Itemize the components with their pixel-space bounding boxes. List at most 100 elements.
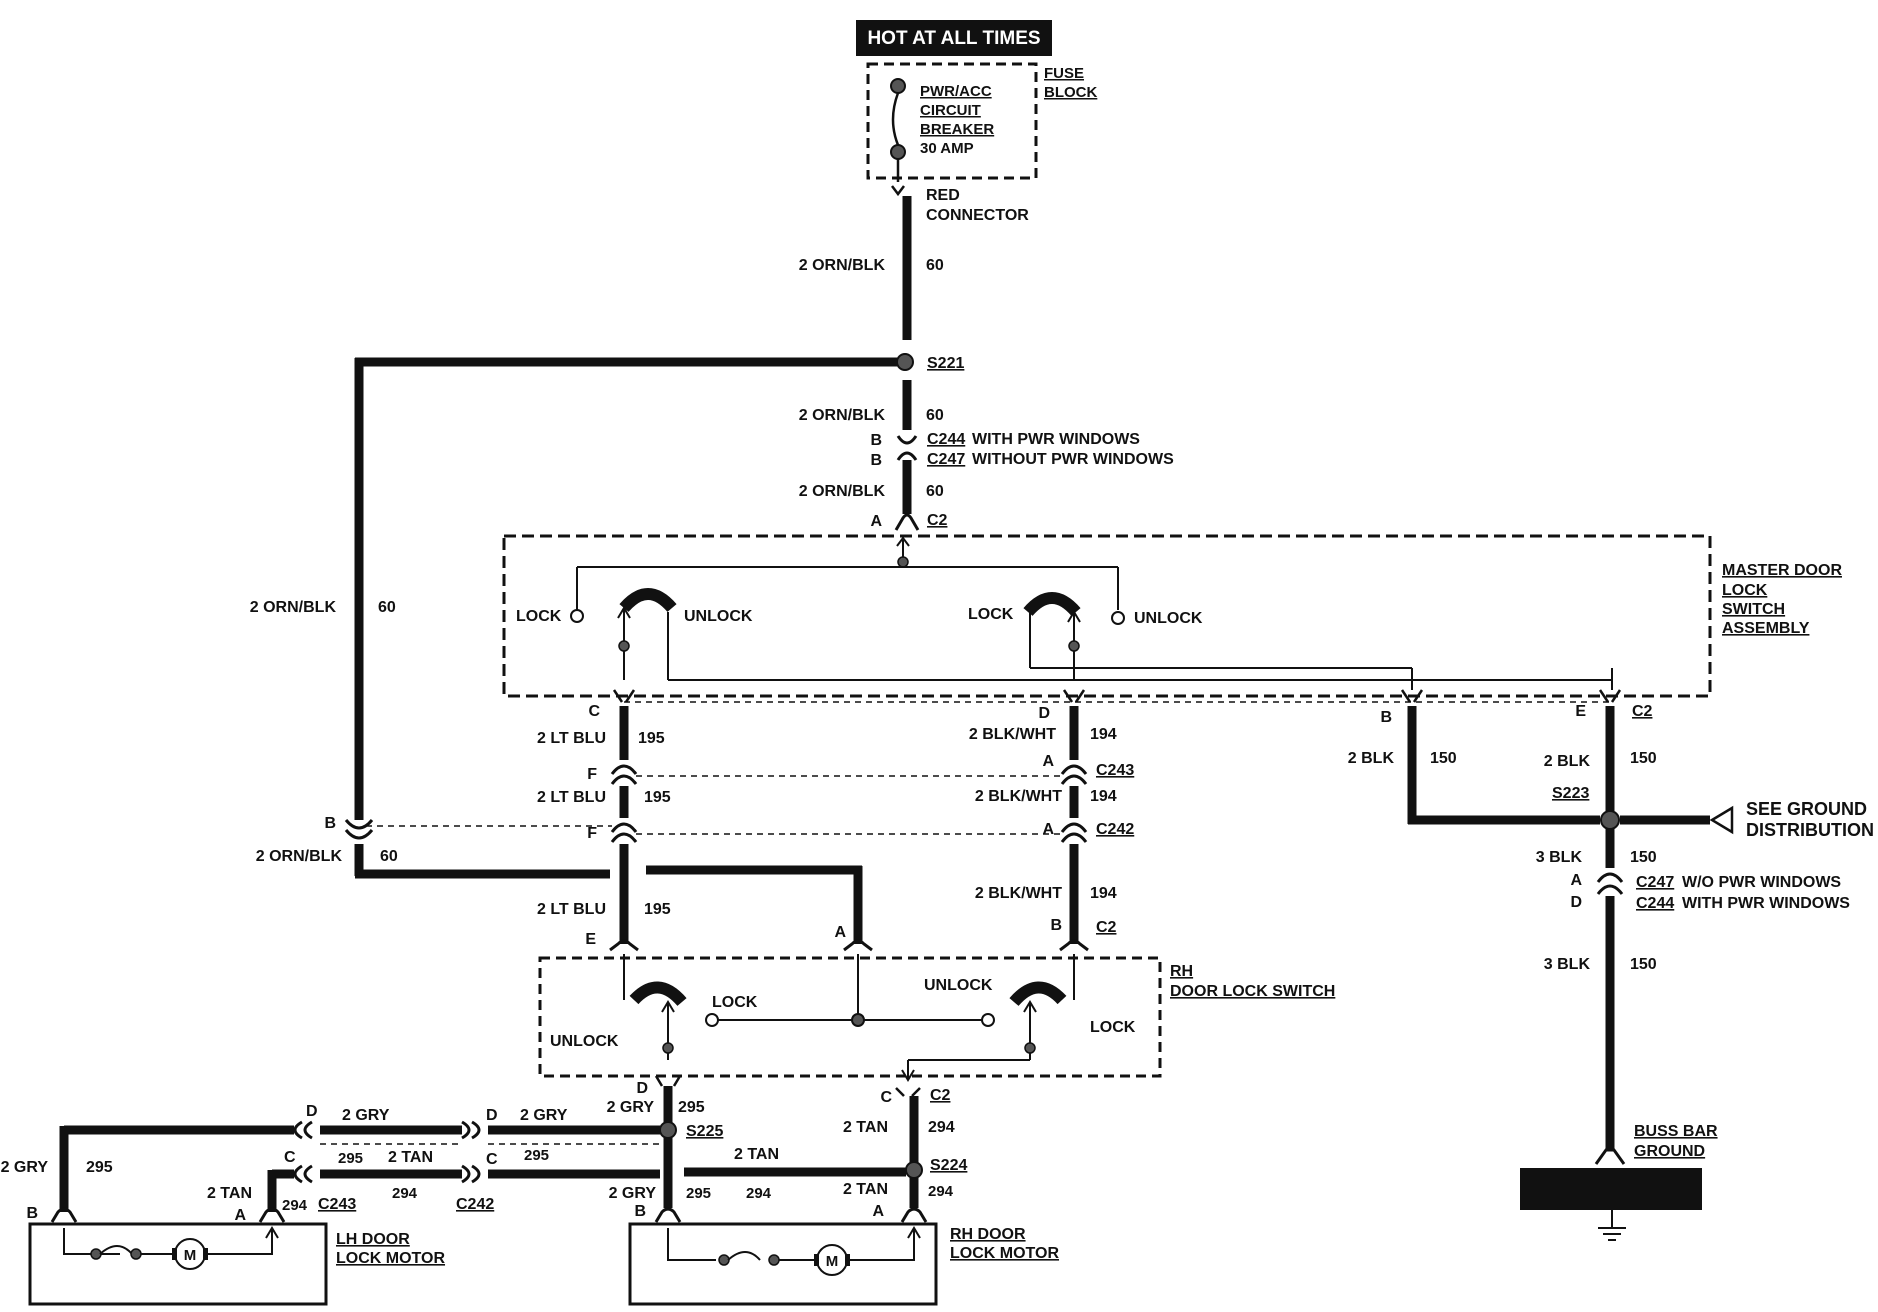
c2-rh-pin-d-icon — [654, 1075, 682, 1087]
c242-pin-f: F — [587, 825, 597, 842]
lh-motor-node-2 — [130, 1248, 142, 1260]
ground-see-label-1: SEE GROUND — [1746, 799, 1867, 819]
master-switch-box — [502, 534, 1712, 698]
lh-motor-pin-b-icon — [50, 1207, 78, 1223]
rh-motor-brush-right — [845, 1254, 850, 1266]
wire-294-color-5: 2 TAN — [843, 1181, 888, 1198]
buss-bar-ground — [1520, 1168, 1702, 1210]
rh-motor-brush-left — [814, 1254, 819, 1266]
wire-195-color-3: 2 LT BLU — [537, 901, 606, 918]
c243-pin-f: F — [587, 766, 597, 783]
c244-label: C244 — [927, 431, 965, 448]
splice-s221-label: S221 — [927, 355, 964, 372]
wire-294-circuit-4: 294 — [746, 1185, 772, 1202]
master-left-node — [618, 640, 630, 652]
master-right-switch-blade — [1023, 592, 1081, 617]
rh-motor-label-1: RH DOOR — [950, 1226, 1026, 1243]
c2-bottom-label: C2 — [1632, 703, 1653, 720]
lh-motor-box — [28, 1222, 328, 1306]
buss-bar-terminal-icon — [1594, 1148, 1626, 1165]
rh-left-lock-label: LOCK — [712, 994, 758, 1011]
c2-rh-pin-a: A — [834, 924, 846, 941]
master-switch-name-4: ASSEMBLY — [1722, 620, 1810, 637]
master-left-arrow — [617, 606, 631, 619]
wire-60-circuit-2: 60 — [926, 407, 944, 424]
splice-s224-label: S224 — [930, 1157, 967, 1174]
wire-295-circuit-4: 295 — [86, 1159, 113, 1176]
wire-294-color-1: 2 TAN — [843, 1119, 888, 1136]
c2-rh-pin-e: E — [585, 931, 596, 948]
c243-bottom-label: C243 — [318, 1196, 356, 1213]
c243-pin-a-icon-b — [1060, 774, 1088, 785]
rh-motor-wire-left — [667, 1228, 716, 1261]
lh-motor-symbol: M — [184, 1247, 197, 1264]
rh-left-unlock-label: UNLOCK — [550, 1033, 619, 1050]
master-left-switch-blade — [619, 588, 677, 613]
c247-pin: B — [870, 452, 882, 469]
wire-150-circuit-4: 150 — [1630, 956, 1657, 973]
rh-motor-node-2 — [768, 1254, 780, 1266]
c242-pin-c-icon — [461, 1164, 471, 1184]
wire-295-color-1: 2 GRY — [607, 1099, 655, 1116]
c242-pin-d-icon-b — [471, 1120, 481, 1140]
c2-rh-bottom-label: C2 — [930, 1087, 951, 1104]
lh-motor-brush-right — [203, 1248, 208, 1260]
rh-right-lock-label: LOCK — [1090, 1019, 1136, 1036]
c243-pin-d-icon — [303, 1120, 313, 1140]
master-switch-name-1: MASTER DOOR — [1722, 562, 1842, 579]
wire-194-circuit-1: 194 — [1090, 726, 1117, 743]
c242-label: C242 — [1096, 821, 1134, 838]
lh-motor-pin-b: B — [26, 1205, 38, 1222]
fuse-block-box — [866, 62, 1038, 180]
c2-pin-b: B — [1380, 709, 1392, 726]
wire-194-color-1: 2 BLK/WHT — [969, 726, 1056, 743]
c243-pin-d: D — [306, 1103, 318, 1120]
c2-pin-e-connector-icon — [1598, 689, 1622, 703]
rh-motor-label-2: LOCK MOTOR — [950, 1245, 1059, 1262]
c243-pin-d-icon-b — [293, 1120, 303, 1140]
rh-motor-pin-b-icon — [654, 1207, 682, 1223]
c247-connector-icon — [896, 451, 918, 461]
rh-left-lock-contact — [705, 1013, 719, 1027]
rh-motor-symbol: M — [826, 1253, 839, 1270]
c2-rh-pin-b: B — [1050, 917, 1062, 934]
c2-top-connector-icon — [894, 513, 920, 531]
ground-c244-desc: WITH PWR WINDOWS — [1682, 895, 1850, 912]
wire-60-left-circuit: 60 — [378, 599, 396, 616]
master-common-node — [897, 556, 909, 568]
c247-label: C247 — [927, 451, 965, 468]
c243-pin-a-icon — [1060, 764, 1088, 775]
rh-right-switch-blade — [1009, 981, 1067, 1007]
ground-symbol-icon — [1598, 1227, 1626, 1241]
ground-c247-desc: W/O PWR WINDOWS — [1682, 874, 1841, 891]
c247-c244-ground-icon — [1596, 872, 1624, 883]
c242-pin-c: C — [486, 1151, 498, 1168]
splice-s223 — [1600, 810, 1620, 830]
c243-pin-f-icon — [610, 764, 638, 775]
master-right-lock-label: LOCK — [968, 606, 1014, 623]
wire-60-left-color: 2 ORN/BLK — [250, 599, 337, 616]
rh-left-node — [662, 1042, 674, 1054]
master-left-lock-label: LOCK — [516, 608, 562, 625]
c243-pin-a: A — [1042, 753, 1054, 770]
lh-motor-pin-a: A — [234, 1207, 246, 1224]
wire-150-circuit-1: 150 — [1430, 750, 1457, 767]
hot-label: HOT AT ALL TIMES — [867, 28, 1040, 49]
wire-295-color-4: 2 GRY — [1, 1159, 49, 1176]
wire-60-color-2: 2 ORN/BLK — [799, 407, 886, 424]
ground-c247-label: C247 — [1636, 874, 1674, 891]
c242-pin-a-icon-b — [1060, 832, 1088, 843]
wire-195-circuit-2: 195 — [644, 789, 671, 806]
ground-c244-pin: D — [1570, 894, 1582, 911]
rh-motor-circuit-breaker — [727, 1251, 761, 1261]
c2-rh-pin-b-icon — [1059, 939, 1089, 952]
fuse-block-label-2: BLOCK — [1044, 84, 1097, 101]
c2-pin-e: E — [1575, 703, 1586, 720]
c244-desc: WITH PWR WINDOWS — [972, 431, 1140, 448]
c242-pin-f-icon-b — [610, 832, 638, 843]
lh-motor-node-1 — [90, 1248, 102, 1260]
wire-195-circuit-1: 195 — [638, 730, 665, 747]
wire-194-circuit-2: 194 — [1090, 788, 1117, 805]
red-connector-icon — [891, 185, 905, 197]
